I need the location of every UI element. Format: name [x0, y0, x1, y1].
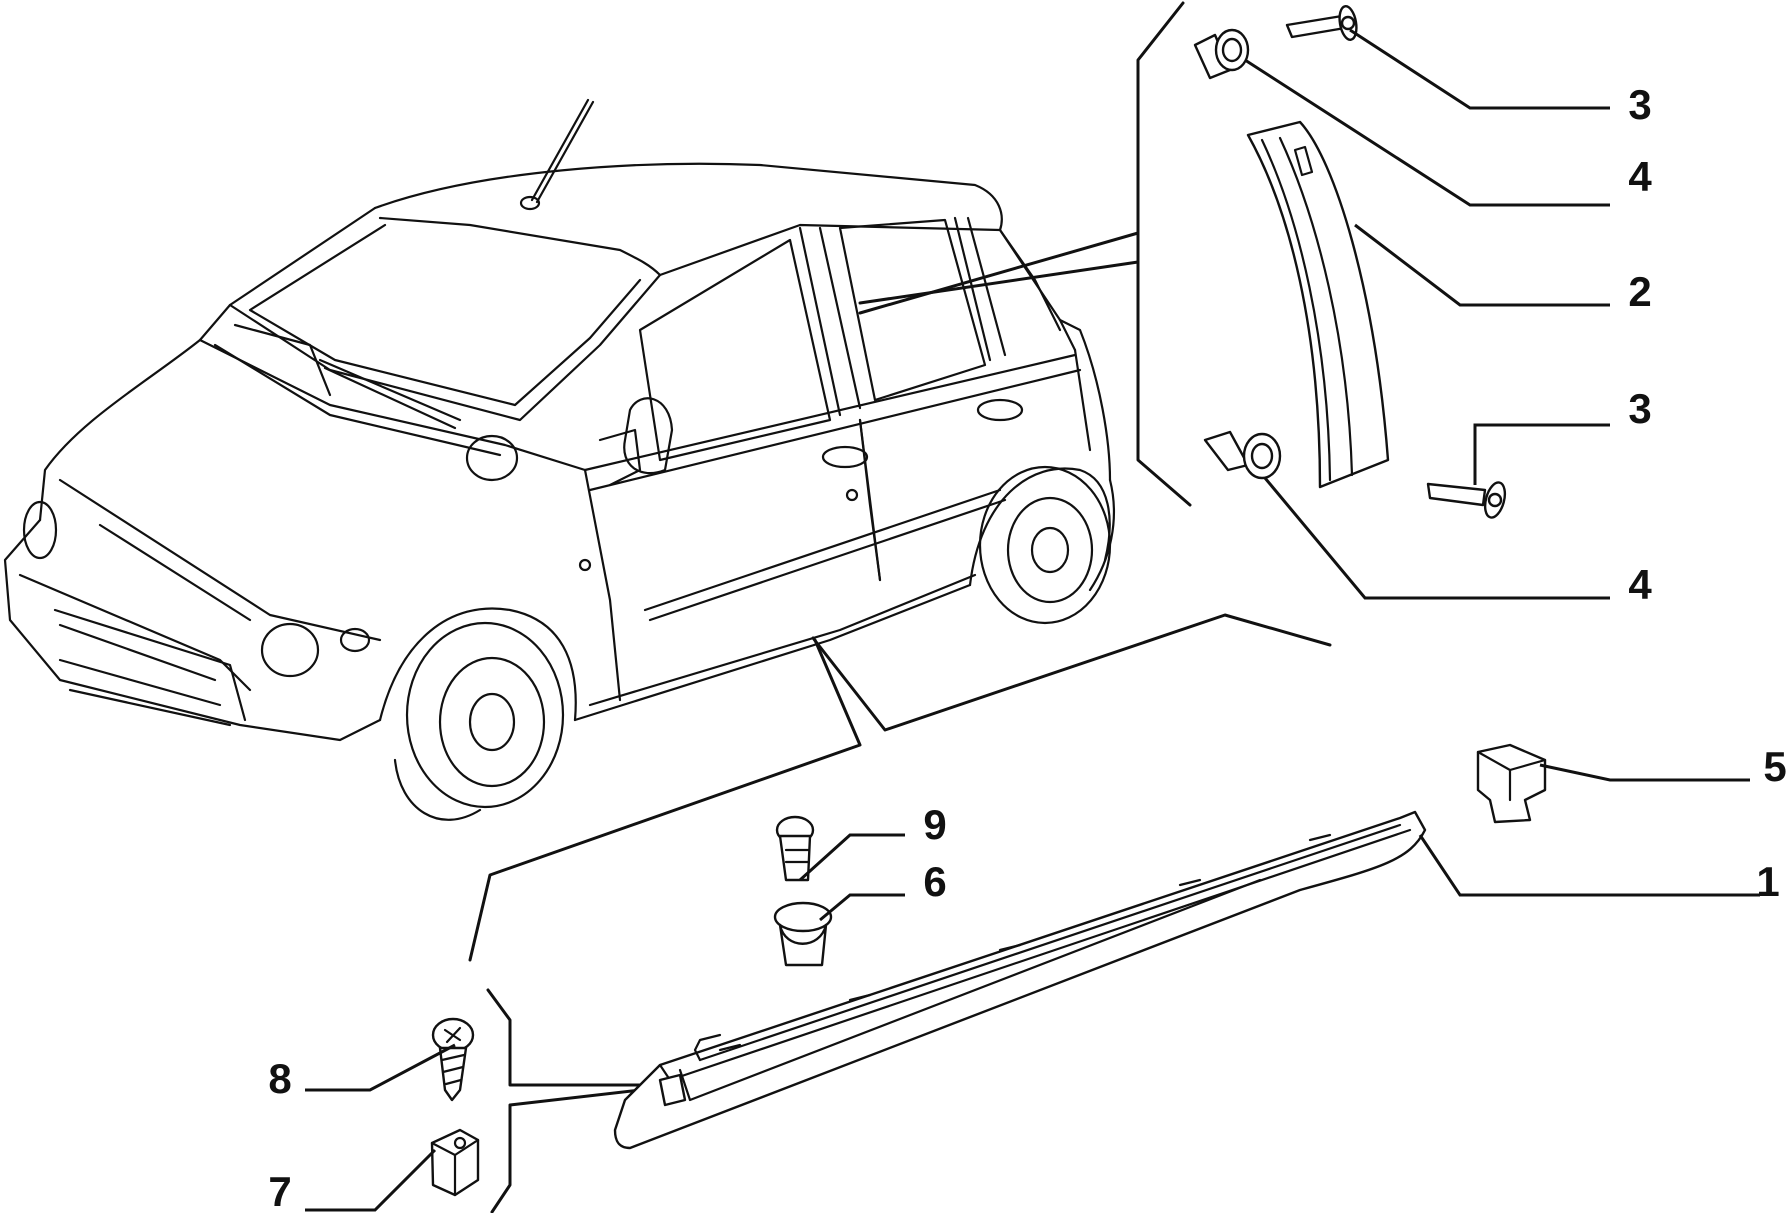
callout-4-lower: 4	[1628, 561, 1652, 608]
screw-part-9	[775, 815, 815, 882]
callout-2: 2	[1628, 268, 1651, 315]
clip-part-5	[1476, 743, 1547, 824]
pillar-trim-part-2	[1246, 120, 1390, 489]
callout-5: 5	[1763, 743, 1786, 790]
screw-part-8	[431, 1017, 475, 1102]
sill-bracket-lines	[468, 613, 1332, 1214]
callout-8: 8	[268, 1055, 291, 1102]
callout-4-top: 4	[1628, 153, 1652, 200]
callout-3-lower: 3	[1628, 385, 1651, 432]
callout-leaders	[305, 28, 1760, 1212]
clip-part-6	[773, 901, 833, 967]
clip-part-4-top	[1193, 28, 1250, 80]
sill-trim-part-1	[613, 810, 1427, 1150]
screw-part-3-top	[1285, 5, 1358, 41]
clip-part-4-lower	[1203, 430, 1282, 480]
callout-numbers: 3 4 2 3 4 5 9 1 6 8 7	[268, 81, 1786, 1215]
car-illustration	[3, 98, 1116, 821]
callout-7: 7	[268, 1168, 291, 1213]
screw-part-3-lower	[1426, 481, 1507, 519]
nut-clip-part-7	[430, 1128, 480, 1197]
callout-6: 6	[923, 858, 946, 905]
pillar-bracket-lines	[858, 1, 1192, 507]
callout-9: 9	[923, 801, 946, 848]
callout-3-top: 3	[1628, 81, 1651, 128]
callout-1: 1	[1756, 858, 1779, 905]
